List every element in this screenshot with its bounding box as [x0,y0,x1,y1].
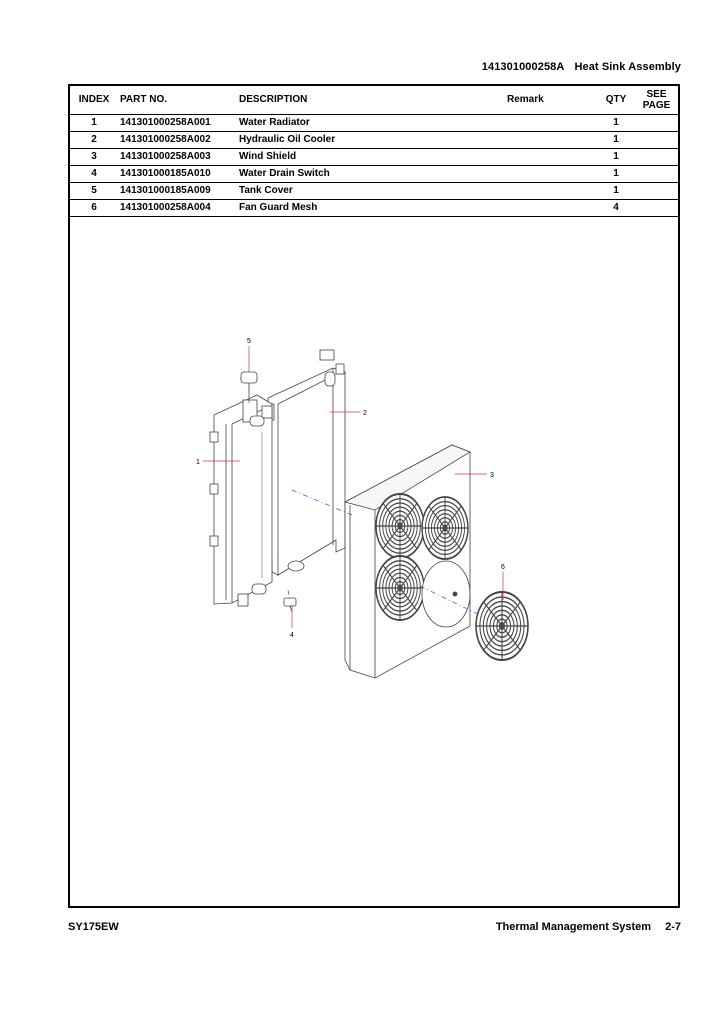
cell-description: Water Drain Switch [239,165,507,183]
cell-description: Tank Cover [239,182,507,200]
cell-remark [507,148,597,166]
cell-index: 5 [70,182,118,200]
cell-qty: 1 [597,114,635,132]
table-row: 4 141301000185A010 Water Drain Switch 1 [70,165,678,183]
header-title: Heat Sink Assembly [574,61,681,73]
cell-part-no: 141301000185A009 [118,182,239,200]
column-header-index: INDEX [70,86,118,115]
cell-qty: 1 [597,131,635,149]
cell-description: Water Radiator [239,114,507,132]
footer-section-title: Thermal Management System [495,921,652,933]
parts-table: INDEX PART NO. DESCRIPTION Remark QTY SE… [70,86,678,217]
cell-remark [507,182,597,200]
cell-qty: 1 [597,148,635,166]
cell-index: 1 [70,114,118,132]
cell-description: Fan Guard Mesh [239,199,507,217]
footer-model: SY175EW [68,921,119,933]
cell-index: 4 [70,165,118,183]
cell-part-no: 141301000185A010 [118,165,239,183]
cell-index: 3 [70,148,118,166]
cell-remark [507,199,597,217]
see-page-line1: SEE [646,88,667,100]
column-header-remark: Remark [507,86,597,115]
header-part-number: 141301000258A [481,61,565,73]
cell-index: 2 [70,131,118,149]
table-header-row: INDEX PART NO. DESCRIPTION Remark QTY SE… [70,86,678,115]
cell-index: 6 [70,199,118,217]
column-header-part-no: PART NO. [118,86,239,115]
cell-part-no: 141301000258A004 [118,199,239,217]
table-row: 3 141301000258A003 Wind Shield 1 [70,148,678,166]
column-header-description: DESCRIPTION [239,86,507,115]
cell-see-page [635,114,678,132]
cell-remark [507,114,597,132]
table-row: 2 141301000258A002 Hydraulic Oil Cooler … [70,131,678,149]
table-row: 1 141301000258A001 Water Radiator 1 [70,114,678,132]
page-header: 141301000258A Heat Sink Assembly [482,61,681,73]
cell-see-page [635,148,678,166]
cell-description: Wind Shield [239,148,507,166]
cell-qty: 1 [597,165,635,183]
cell-part-no: 141301000258A001 [118,114,239,132]
cell-remark [507,131,597,149]
parts-frame: INDEX PART NO. DESCRIPTION Remark QTY SE… [68,84,680,908]
cell-see-page [635,182,678,200]
cell-part-no: 141301000258A003 [118,148,239,166]
table-row: 6 141301000258A004 Fan Guard Mesh 4 [70,199,678,217]
footer-page-number: 2-7 [665,921,681,933]
column-header-qty: QTY [597,86,635,115]
cell-qty: 1 [597,182,635,200]
cell-description: Hydraulic Oil Cooler [239,131,507,149]
cell-part-no: 141301000258A002 [118,131,239,149]
see-page-line2: PAGE [642,99,671,111]
cell-see-page [635,165,678,183]
cell-see-page [635,199,678,217]
cell-qty: 4 [597,199,635,217]
footer-section: Thermal Management System 2-7 [496,921,681,933]
table-row: 5 141301000185A009 Tank Cover 1 [70,182,678,200]
cell-see-page [635,131,678,149]
cell-remark [507,165,597,183]
